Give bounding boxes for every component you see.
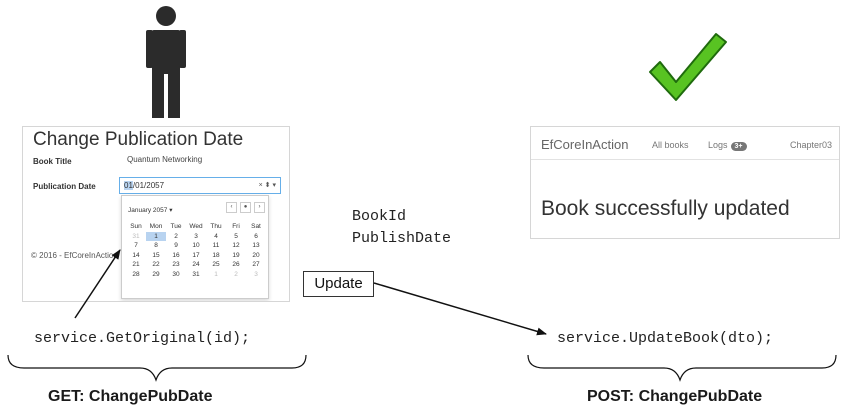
checkmark-icon [649,33,727,101]
calendar-day-cell[interactable]: 18 [212,251,220,259]
calendar-day-cell[interactable]: 2 [234,270,238,278]
calendar-day-cell[interactable]: 19 [232,251,240,259]
calendar-day-cell[interactable]: 25 [212,261,220,269]
calendar-day-cell[interactable]: 17 [192,251,200,259]
person-icon [146,6,186,118]
calendar-day-cell[interactable]: 31 [132,232,140,240]
calendar-day-cell[interactable]: 28 [132,270,140,278]
nav-brand[interactable]: EfCoreInAction [541,137,629,152]
book-title-label: Book Title [33,157,72,166]
calendar-day-cell[interactable]: 24 [192,261,200,269]
calendar-day-header: Tue [170,223,182,231]
update-button[interactable]: Update [303,271,374,297]
calendar-day-cell[interactable]: 29 [152,270,160,278]
get-caption: GET: ChangePubDate [48,388,213,405]
calendar-day-cell[interactable]: 12 [232,242,240,250]
calendar-day-cell[interactable]: 13 [252,242,260,250]
calendar-day-cell[interactable]: 6 [254,232,258,240]
footer-text: © 2016 - EfCoreInAction [31,251,118,260]
nav-chapter03[interactable]: Chapter03 [790,140,833,150]
calendar-day-cell[interactable]: 5 [234,232,238,240]
calendar-day-cell[interactable]: 30 [172,270,180,278]
calendar-day-cell[interactable]: 3 [194,232,198,240]
calendar-month-select[interactable]: January 2057 ▾ [128,207,173,214]
calendar-day-cell[interactable]: 7 [134,242,138,250]
calendar-day-header: Wed [189,223,203,231]
calendar-day-header: Sat [251,223,261,231]
calendar-day-cell[interactable]: 31 [192,270,200,278]
get-brace [7,354,307,382]
calendar-day-cell[interactable]: 23 [172,261,180,269]
post-caption: POST: ChangePubDate [587,388,763,405]
nav-logs-label: Logs [708,140,728,150]
date-input-controls[interactable]: × ⬍ ▾ [258,182,276,189]
field-bookid: BookId [352,208,407,225]
calendar-next-button[interactable]: › [254,202,265,213]
calendar-day-cell[interactable]: 22 [152,261,160,269]
dto-field-list: BookId PublishDate [352,206,451,250]
success-message: Book successfully updated [541,197,790,220]
calendar-day-header: Sun [130,223,142,231]
calendar-day-cell[interactable]: 16 [172,251,180,259]
date-rest-part: /01/2057 [132,181,165,190]
calendar-day-cell[interactable]: 3 [254,270,258,278]
calendar-day-cell[interactable]: 15 [152,251,160,259]
calendar-prev-button[interactable]: ‹ [226,202,237,213]
calendar-day-cell[interactable]: 8 [154,242,158,250]
calendar-day-cell[interactable]: 14 [132,251,140,259]
calendar-day-cell[interactable]: 4 [214,232,218,240]
nav-divider [531,159,839,160]
publication-date-label: Publication Date [33,182,96,191]
calendar-day-cell[interactable]: 20 [252,251,260,259]
date-selected-part: 01 [124,181,133,190]
calendar-day-header: Mon [149,223,163,231]
calendar-day-cell[interactable]: 11 [212,242,220,250]
field-publishdate: PublishDate [352,230,452,247]
calendar-day-cell[interactable]: 1 [146,231,166,241]
calendar-day-cell[interactable]: 27 [252,261,260,269]
logs-count-badge: 3+ [730,142,747,151]
nav-all-books[interactable]: All books [652,140,689,150]
calendar-day-cell[interactable]: 21 [132,261,140,269]
book-title-value: Quantum Networking [127,155,203,164]
arrow-update-to-service [373,282,547,336]
calendar-day-cell[interactable]: 26 [232,261,240,269]
calendar-day-cell[interactable]: 10 [192,242,200,250]
post-service-call: service.UpdateBook(dto); [557,330,774,347]
date-picker-calendar[interactable]: January 2057 ▾ ‹ ● › Sun Mon Tue Wed Thu Fri S… [121,195,269,299]
calendar-day-cell[interactable]: 2 [174,232,178,240]
change-date-form-screenshot: Change Publication Date Book Title Quant… [22,126,290,302]
get-service-call: service.GetOriginal(id); [34,330,251,347]
post-brace [527,354,837,382]
calendar-day-cell[interactable]: 1 [214,270,218,278]
calendar-today-button[interactable]: ● [240,202,251,213]
publication-date-input[interactable]: 01/01/2057 × ⬍ ▾ [119,177,281,194]
page-title: Change Publication Date [33,129,244,150]
calendar-day-cell[interactable]: 9 [174,242,178,250]
calendar-day-header: Fri [232,223,240,231]
calendar-day-header: Thu [210,223,222,231]
